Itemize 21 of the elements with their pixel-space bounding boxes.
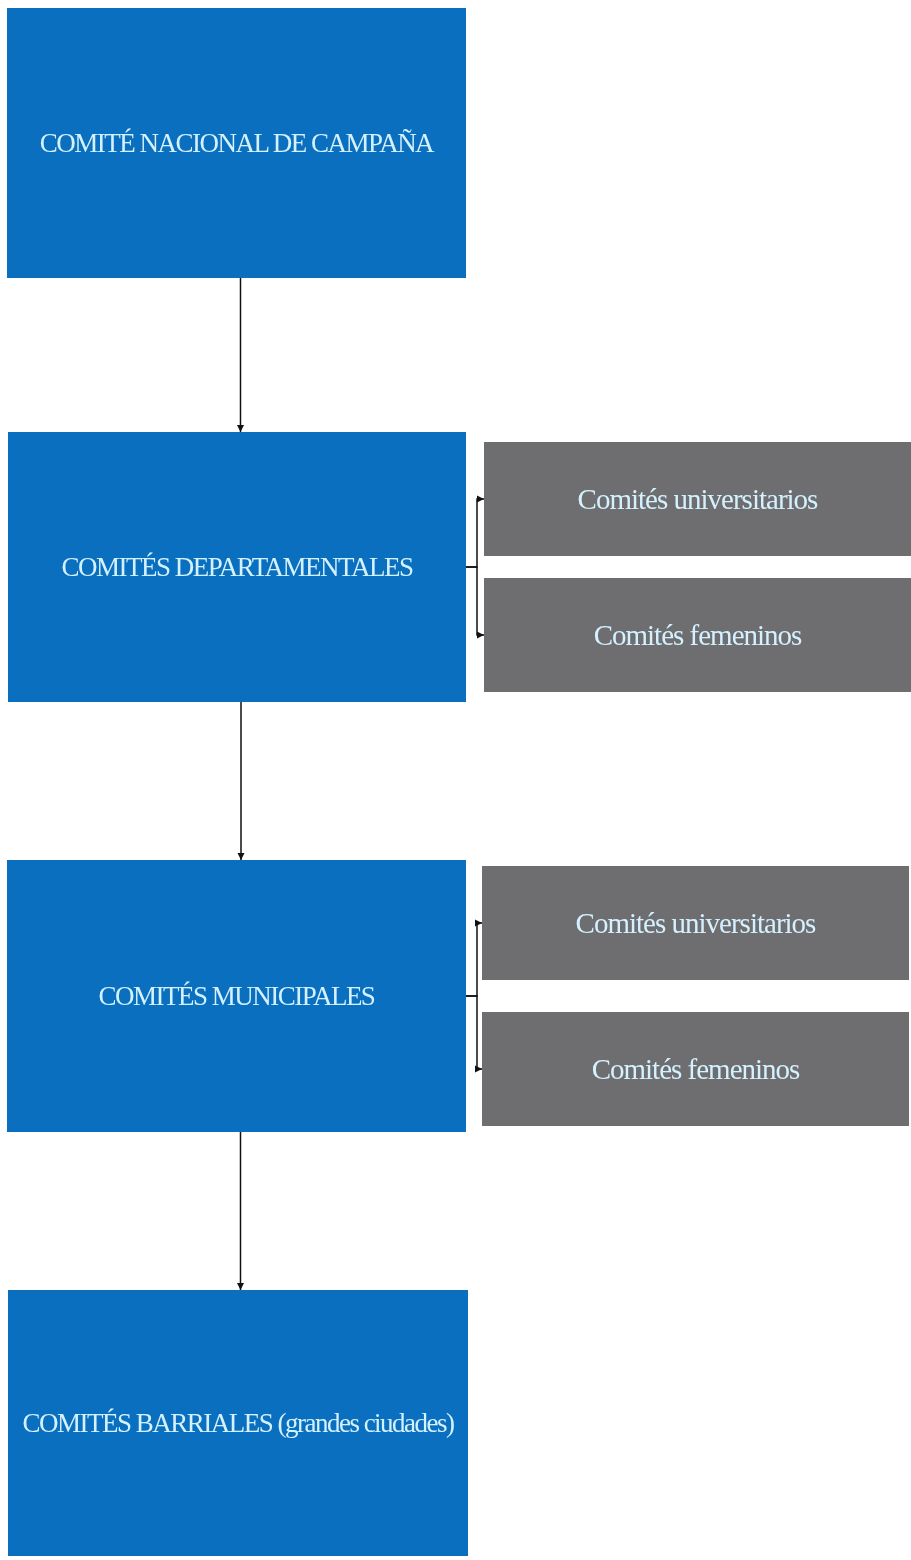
arrow [465, 995, 483, 1073]
committee-label: Comités femeninos [591, 1052, 800, 1086]
committee-box [7, 860, 466, 1132]
committee-label: COMITÉS DEPARTAMENTALES [61, 551, 413, 583]
committee-label: COMITÉ NACIONAL DE CAMPAÑA [39, 127, 434, 159]
arrow [465, 566, 485, 639]
committee-box [8, 432, 466, 702]
committee-label: Comités universitarios [577, 482, 818, 516]
sub-committee-box [484, 442, 911, 556]
committee-label: COMITÉS BARRIALES (grandes ciudades) [22, 1407, 454, 1439]
sub-committee-box [482, 866, 909, 980]
committee-label: Comités femeninos [593, 618, 802, 652]
committee-label: COMITÉS MUNICIPALES [98, 980, 375, 1012]
sub-committee-box [482, 1012, 909, 1126]
arrow [236, 1131, 245, 1291]
arrow [236, 277, 245, 433]
sub-committee-box [484, 578, 911, 692]
committee-box [7, 8, 466, 278]
arrow [237, 701, 245, 861]
committee-box [8, 1290, 468, 1556]
committee-label: Comités universitarios [575, 906, 816, 940]
